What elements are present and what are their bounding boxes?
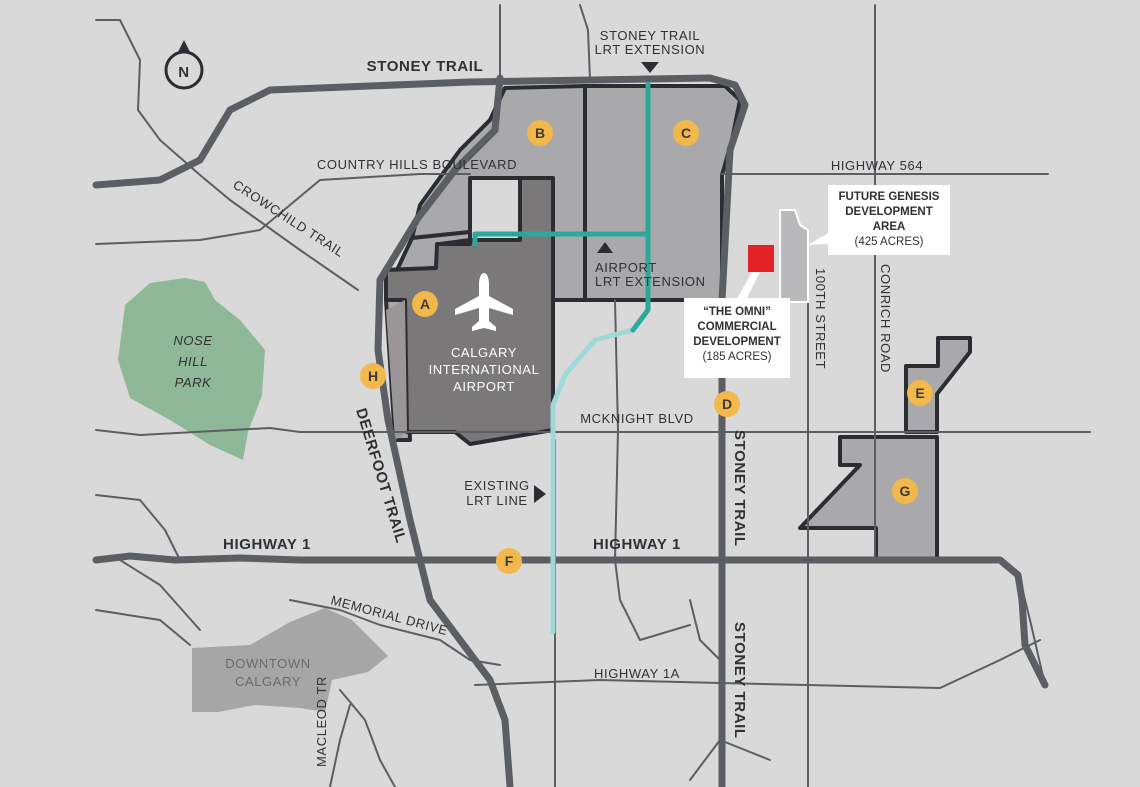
label-highway1-left: HIGHWAY 1 (223, 536, 311, 553)
genesis-acres: (425 ACRES) (854, 236, 924, 248)
airport-grounds (384, 176, 555, 446)
up-arrow-icon (597, 242, 613, 253)
marker-g-badge (892, 478, 918, 504)
genesis-line2: DEVELOPMENT (845, 206, 933, 218)
svg-text:LRT EXTENSION: LRT EXTENSION (595, 42, 706, 57)
svg-text:EXISTING: EXISTING (464, 478, 529, 493)
downtown-calgary-area (192, 608, 388, 712)
svg-text:PARK: PARK (175, 375, 213, 390)
genesis-callout: FUTURE GENESIS DEVELOPMENT AREA (425 ACR… (828, 185, 950, 255)
airport-apron-light (386, 300, 407, 440)
marker-e-badge (907, 380, 933, 406)
label-highway-1a: HIGHWAY 1A (594, 666, 680, 681)
svg-text:NOSE: NOSE (173, 333, 212, 348)
existing-lrt-label: EXISTING LRT LINE (464, 478, 546, 508)
marker-a-badge (412, 291, 438, 317)
marker-b-badge (527, 120, 553, 146)
compass: N (164, 40, 204, 90)
label-macleod: MACLEOD TR (314, 676, 329, 767)
marker-g-label: G (900, 483, 911, 499)
marker-f-label: F (505, 553, 514, 569)
label-country-hills: COUNTRY HILLS BOULEVARD (317, 157, 517, 172)
omni-development-parcel (748, 245, 774, 272)
omni-acres: (185 ACRES) (702, 351, 772, 363)
marker-d-badge (714, 391, 740, 417)
label-crowchild: CROWCHILD TRAIL (230, 177, 347, 260)
parcel-g (798, 435, 939, 562)
marker-d-label: D (722, 396, 732, 412)
label-stoney-trail-mid: STONEY TRAIL (731, 430, 748, 547)
label-stoney-trail-top: STONEY TRAIL (367, 58, 484, 75)
svg-text:INTERNATIONAL: INTERNATIONAL (429, 362, 540, 377)
compass-label: N (178, 64, 189, 81)
down-arrow-icon (641, 62, 659, 73)
omni-line2: COMMERCIAL (697, 321, 777, 333)
svg-text:CALGARY: CALGARY (451, 345, 517, 360)
marker-b-label: B (535, 125, 545, 141)
marker-h-label: H (368, 368, 378, 384)
omni-callout: “THE OMNI” COMMERCIAL DEVELOPMENT (185 A… (684, 298, 790, 378)
airplane-icon (455, 273, 513, 331)
stoney-lrt-extension-label: STONEY TRAIL LRT EXTENSION (595, 28, 706, 73)
lrt-extension-line (472, 81, 651, 333)
label-highway1-right: HIGHWAY 1 (593, 536, 681, 553)
airport-lrt-extension-label: AIRPORT LRT EXTENSION (595, 242, 706, 289)
existing-lrt-line (550, 327, 636, 635)
label-mcknight: MCKNIGHT BLVD (580, 411, 694, 426)
svg-text:HILL: HILL (178, 354, 208, 369)
map-markers: A B C D E F G H (360, 120, 933, 574)
svg-text:LRT LINE: LRT LINE (466, 493, 527, 508)
label-conrich-road: CONRICH ROAD (878, 264, 893, 373)
marker-c-badge (673, 120, 699, 146)
marker-f-badge (496, 548, 522, 574)
svg-text:LRT EXTENSION: LRT EXTENSION (595, 274, 706, 289)
genesis-callout-pointer (808, 232, 830, 245)
label-stoney-trail-low: STONEY TRAIL (731, 622, 748, 739)
svg-text:DOWNTOWN: DOWNTOWN (225, 656, 310, 671)
omni-line3: DEVELOPMENT (693, 336, 781, 348)
nose-hill-park-label: NOSE HILL PARK (173, 333, 212, 390)
svg-text:AIRPORT: AIRPORT (595, 260, 657, 275)
omni-callout-pointer (735, 272, 760, 302)
marker-a-label: A (420, 296, 430, 312)
marker-e-label: E (915, 385, 924, 401)
future-genesis-area (779, 209, 809, 303)
north-arrow-icon (178, 40, 190, 52)
omni-line1: “THE OMNI” (703, 306, 771, 318)
label-highway-564: HIGHWAY 564 (831, 158, 923, 173)
airport-label: CALGARY INTERNATIONAL AIRPORT (429, 273, 540, 394)
nose-hill-park-area (118, 278, 265, 460)
marker-h-badge (360, 363, 386, 389)
genesis-line1: FUTURE GENESIS (838, 191, 940, 203)
downtown-calgary-label: DOWNTOWN CALGARY (225, 656, 310, 689)
svg-text:STONEY TRAIL: STONEY TRAIL (600, 28, 700, 43)
genesis-line3: AREA (872, 221, 906, 233)
marker-c-label: C (681, 125, 691, 141)
svg-text:AIRPORT: AIRPORT (453, 379, 515, 394)
label-100th-street: 100TH STREET (813, 268, 828, 369)
right-arrow-icon (534, 485, 546, 503)
svg-text:CALGARY: CALGARY (235, 674, 301, 689)
